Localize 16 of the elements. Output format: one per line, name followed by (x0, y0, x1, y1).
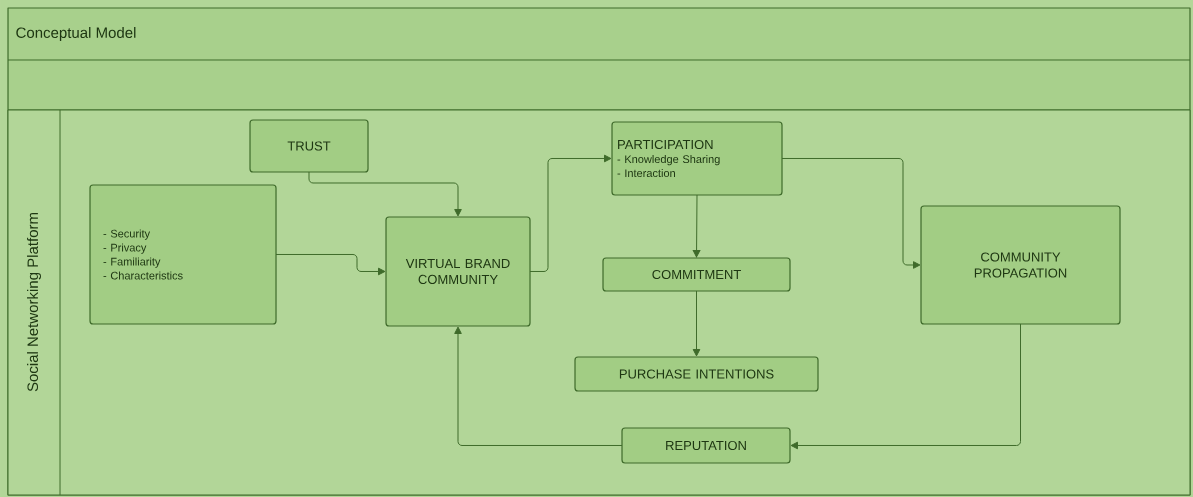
arrow (454, 326, 623, 446)
arrow (790, 323, 1021, 450)
process-box: TRUST (249, 119, 369, 173)
arrow (692, 194, 701, 258)
process-box: VIRTUAL BRAND COMMUNITY (385, 216, 531, 327)
arrow (308, 171, 462, 217)
process-box: REPUTATION (621, 427, 791, 464)
arrow (692, 290, 701, 357)
arrow (529, 154, 612, 272)
process-box: PURCHASE INTENTIONS (574, 356, 819, 392)
arrow (781, 158, 921, 269)
process-box: PARTICIPATION - Knowledge Sharing - Interaction (611, 121, 783, 196)
process-box: COMMITMENT (602, 257, 791, 292)
process-box: COMMUNITY PROPAGATION (920, 205, 1121, 325)
process-box: - Security - Privacy - Familiarity - Characteristics (89, 184, 277, 325)
arrow (275, 254, 386, 276)
